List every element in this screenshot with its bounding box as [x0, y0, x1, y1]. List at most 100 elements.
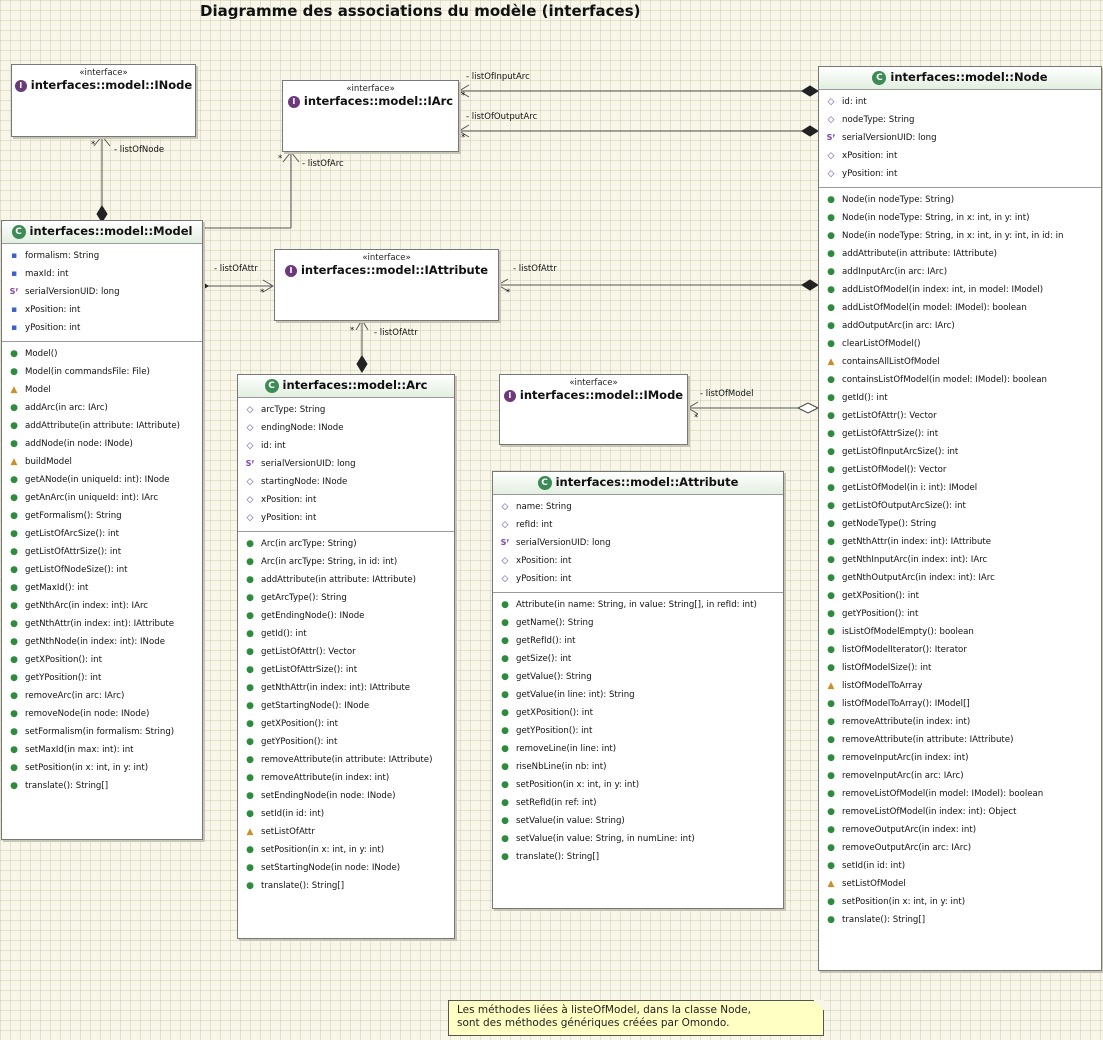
member-text: setRefId(in ref: int)	[516, 797, 597, 808]
operation-row: ●addOutputArc(in arc: IArc)	[819, 317, 1101, 335]
member-text: setPosition(in x: int, in y: int)	[25, 762, 149, 773]
note: Les méthodes liées à listeOfModel, dans …	[448, 1000, 824, 1036]
member-text: getYPosition(): int	[25, 672, 102, 683]
private-field-icon: ▪	[10, 268, 18, 279]
member-text: getId(): int	[261, 628, 307, 639]
public-method-icon: ●	[501, 653, 509, 664]
constructor-icon: ●	[827, 230, 835, 241]
member-text: removeLine(in line: int)	[516, 743, 617, 754]
operation-row: ●removeOutputArc(in arc: IArc)	[819, 839, 1101, 857]
operation-row: ●Arc(in arcType: String, in id: int)	[238, 553, 454, 571]
attribute-row: ◇startingNode: INode	[238, 473, 454, 491]
operation-compartment: ●Model()●Model(in commandsFile: File)▲Mo…	[2, 342, 202, 799]
multiplicity-iarc-model: *	[278, 154, 283, 164]
operation-row: ▲Model	[2, 381, 202, 399]
operation-row: ●getListOfAttrSize(): int	[2, 543, 202, 561]
abstract-method-icon: ●	[10, 780, 18, 791]
public-method-icon: ●	[501, 689, 509, 700]
note-line-2: sont des méthodes génériques créées par …	[457, 1017, 730, 1029]
member-text: getSize(): int	[516, 653, 572, 664]
operation-row: ●getYPosition(): int	[819, 605, 1101, 623]
member-text: removeAttribute(in attribute: IAttribute…	[842, 734, 1014, 745]
member-text: containsAllListOfModel	[842, 356, 940, 367]
member-text: clearListOfModel()	[842, 338, 921, 349]
operation-row: ●getNthAttr(in index: int): IAttribute	[238, 679, 454, 697]
operation-row: ●getNthInputArc(in index: int): IArc	[819, 551, 1101, 569]
member-text: Node(in nodeType: String, in x: int, in …	[842, 230, 1064, 241]
public-method-icon: ●	[246, 664, 254, 675]
public-method-icon: ●	[827, 428, 835, 439]
member-text: listOfModelToArray(): IModel[]	[842, 698, 970, 709]
member-text: removeListOfModel(in index: int): Object	[842, 806, 1017, 817]
member-text: addArc(in arc: IArc)	[25, 402, 108, 413]
label-list-of-input-arc: - listOfInputArc	[466, 72, 530, 82]
operation-row: ●setPosition(in x: int, in y: int)	[238, 841, 454, 859]
public-method-icon: ●	[246, 754, 254, 765]
member-text: addAttribute(in attribute: IAttribute)	[842, 248, 997, 259]
member-text: yPosition: int	[25, 322, 81, 333]
member-text: getNthInputArc(in index: int): IArc	[842, 554, 988, 565]
public-method-icon: ●	[501, 815, 509, 826]
operation-row: ●Node(in nodeType: String)	[819, 191, 1101, 209]
public-method-icon: ●	[10, 654, 18, 665]
operation-row: ●setPosition(in x: int, in y: int)	[819, 893, 1101, 911]
protected-field-icon: ◇	[246, 494, 254, 505]
operation-row: ●Attribute(in name: String, in value: St…	[493, 596, 783, 614]
public-method-icon: ●	[827, 572, 835, 583]
member-text: getAnArc(in uniqueId: int): IArc	[25, 492, 159, 503]
operation-row: ●removeListOfModel(in model: IModel): bo…	[819, 785, 1101, 803]
static-final-field-icon: Sᶠ	[500, 537, 510, 547]
public-method-icon: ●	[246, 790, 254, 801]
public-method-icon: ●	[827, 824, 835, 835]
public-method-icon: ●	[10, 564, 18, 575]
operation-row: ●getFormalism(): String	[2, 507, 202, 525]
member-text: setPosition(in x: int, in y: int)	[261, 844, 385, 855]
public-method-icon: ●	[827, 284, 835, 295]
protected-method-icon: ▲	[827, 356, 835, 367]
operation-row: ●listOfModelToArray(): IModel[]	[819, 695, 1101, 713]
interface-icon: I	[284, 264, 297, 277]
public-method-icon: ●	[827, 644, 835, 655]
public-method-icon: ●	[827, 464, 835, 475]
operation-row: ●setStartingNode(in node: INode)	[238, 859, 454, 877]
public-method-icon: ●	[246, 682, 254, 693]
public-method-icon: ●	[10, 528, 18, 539]
member-text: xPosition: int	[842, 150, 898, 161]
operation-row: ● getYPosition(): int	[2, 669, 202, 687]
member-text: getNthAttr(in index: int): IAttribute	[25, 618, 175, 629]
public-method-icon: ●	[827, 806, 835, 817]
member-text: setMaxId(in max: int): int	[25, 744, 134, 755]
class-icon: C	[872, 70, 887, 85]
operation-row: ●getListOfNodeSize(): int	[2, 561, 202, 579]
multiplicity-inode: *	[91, 140, 96, 150]
member-text: getRefId(): int	[516, 635, 576, 646]
member-text: getArcType(): String	[261, 592, 347, 603]
operation-row: ● getValue(): String	[493, 668, 783, 686]
member-text: getValue(): String	[516, 671, 592, 682]
operation-row: ▲listOfModelToArray	[819, 677, 1101, 695]
operation-row: ●removeNode(in node: INode)	[2, 705, 202, 723]
public-method-icon: ●	[10, 672, 18, 683]
member-text: startingNode: INode	[261, 476, 348, 487]
member-text: listOfModelIterator(): Iterator	[842, 644, 967, 655]
public-method-icon: ●	[501, 671, 509, 682]
constructor-icon: ●	[246, 538, 254, 549]
member-text: riseNbLine(in nb: int)	[516, 761, 607, 772]
operation-row: ●getEndingNode(): INode	[238, 607, 454, 625]
attribute-row: ◇yPosition: int	[238, 509, 454, 527]
public-method-icon: ●	[827, 410, 835, 421]
public-method-icon: ●	[501, 617, 509, 628]
operation-row: ● Node(in nodeType: String, in x: int, in…	[819, 227, 1101, 245]
operation-row: ●setId(in id: int)	[819, 857, 1101, 875]
member-text: getStartingNode(): INode	[261, 700, 370, 711]
member-text: setListOfModel	[842, 878, 906, 889]
operation-row: ●setValue(in value: String)	[493, 812, 783, 830]
